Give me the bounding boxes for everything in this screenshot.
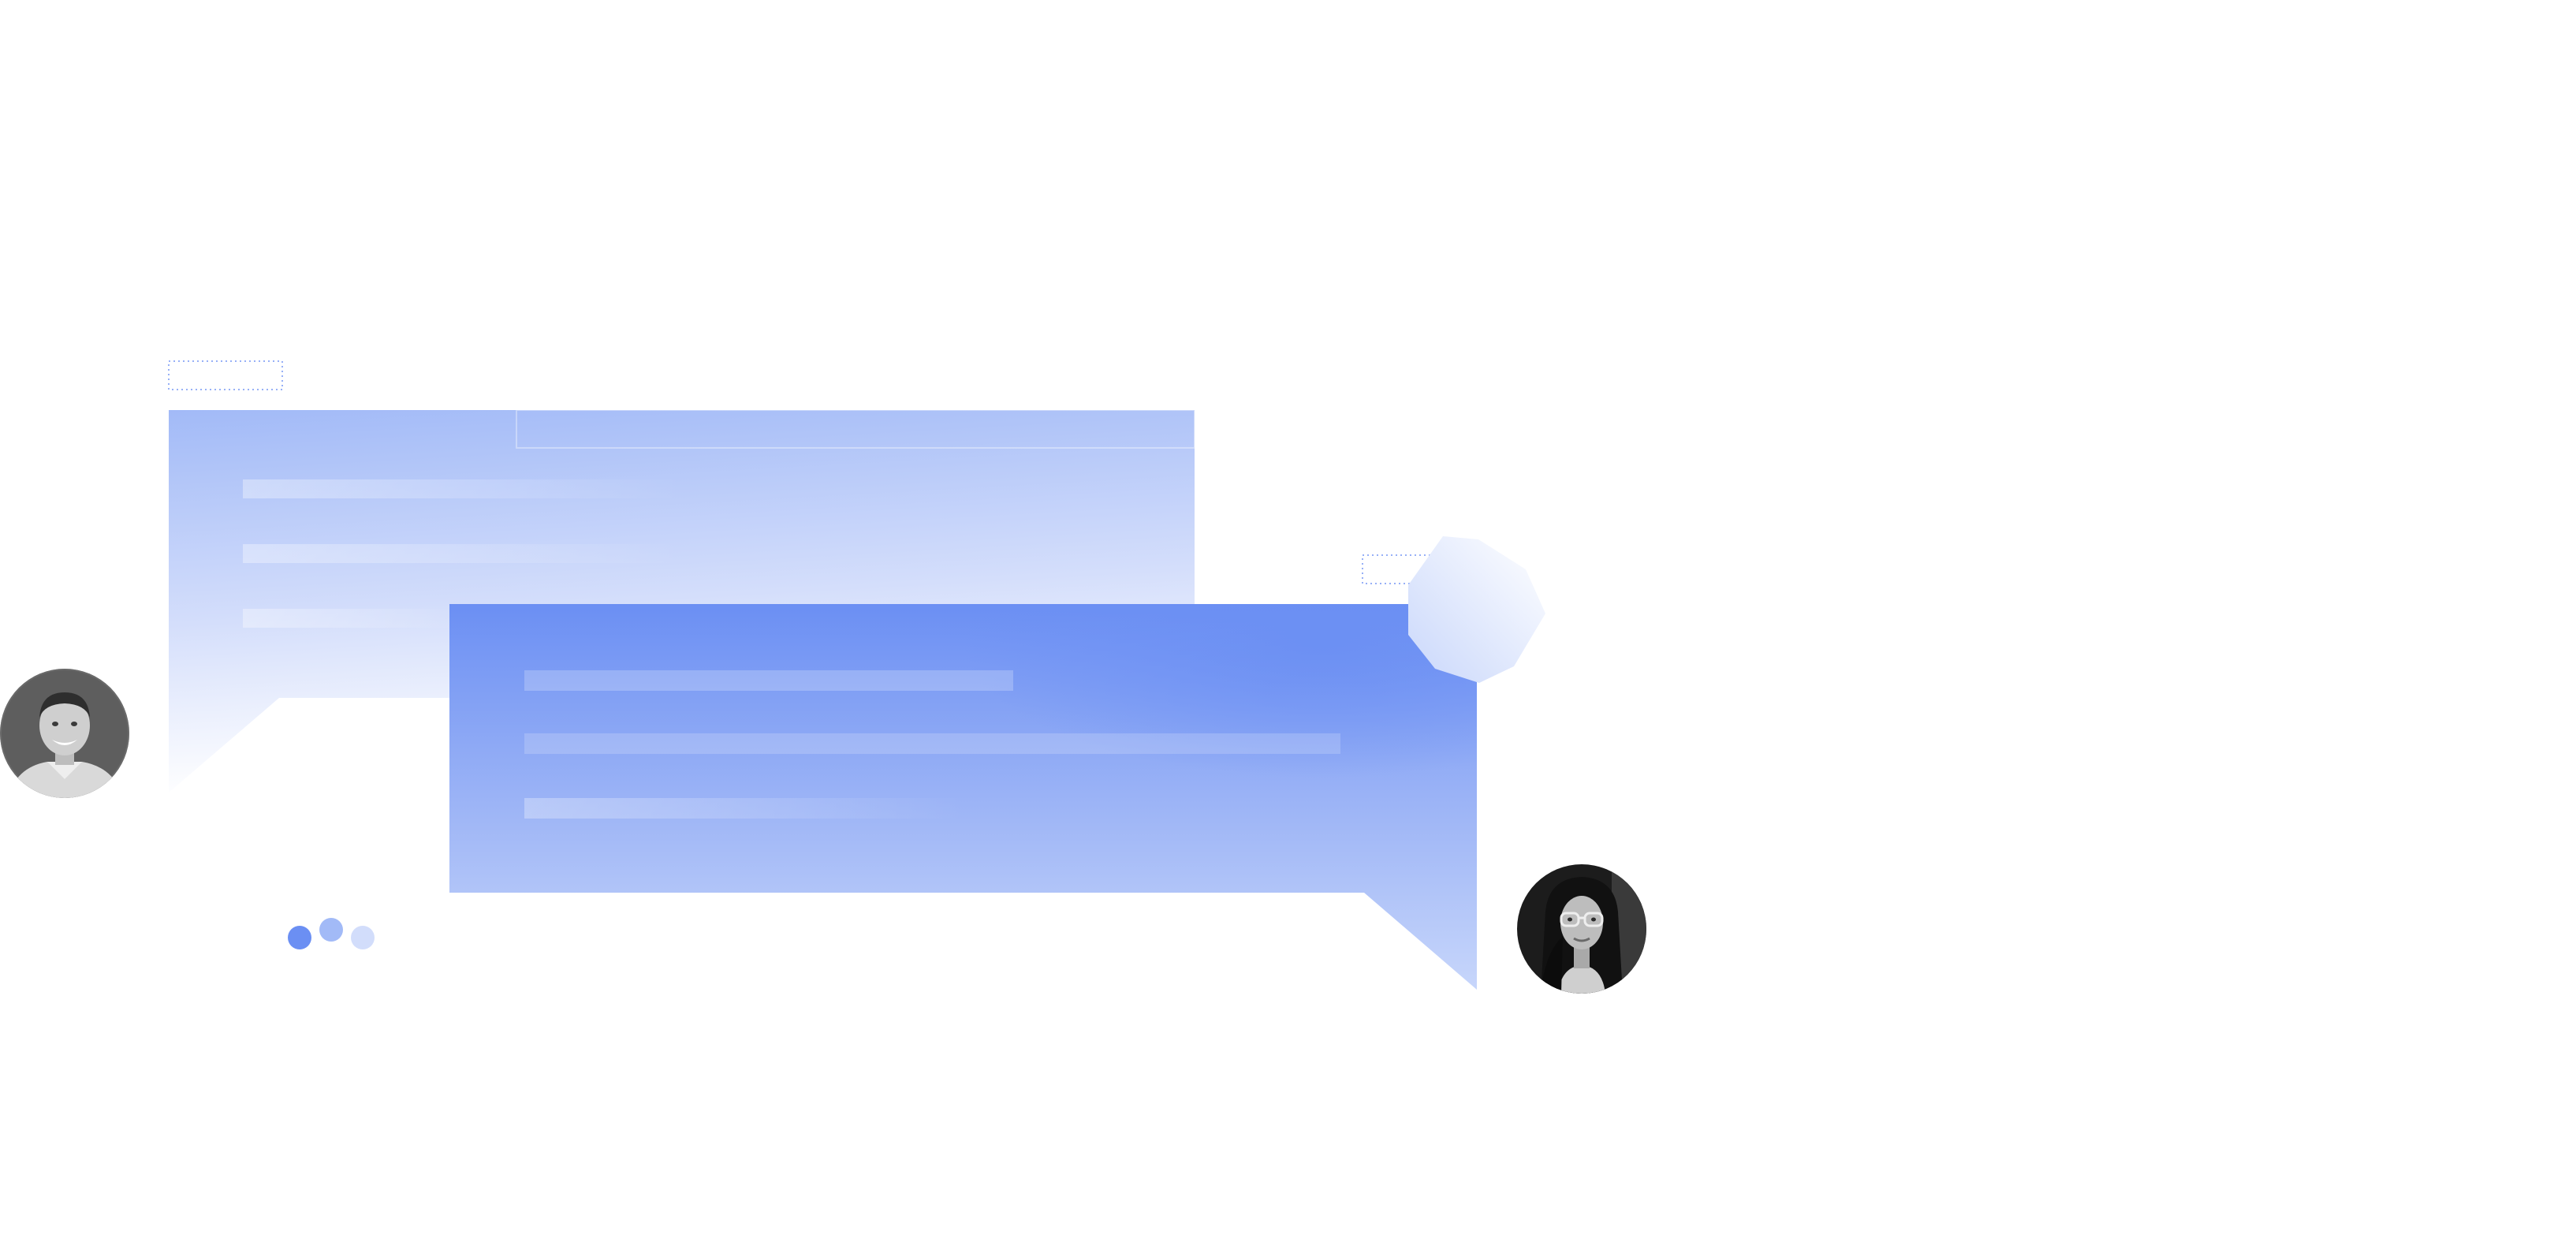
back-placeholder-line [243, 544, 684, 563]
front-placeholder-line [524, 670, 1013, 691]
person-photo-icon [0, 669, 129, 798]
person-photo-icon [1517, 864, 1646, 994]
back-placeholder-line [243, 609, 464, 628]
front-placeholder-line [524, 798, 966, 819]
dotted-label-frame [168, 360, 283, 390]
typing-dot [319, 918, 343, 942]
typing-indicator [288, 918, 375, 949]
back-placeholder-line [243, 479, 684, 498]
front-chat-bubble [449, 604, 1477, 990]
avatar-right [1517, 864, 1646, 994]
typing-dot [288, 926, 311, 949]
typing-dot [351, 926, 375, 949]
avatar-left [0, 669, 129, 798]
front-placeholder-line [524, 733, 1340, 754]
back-bubble-header-outline [516, 409, 1195, 449]
octagon-shape-icon [1408, 536, 1545, 683]
